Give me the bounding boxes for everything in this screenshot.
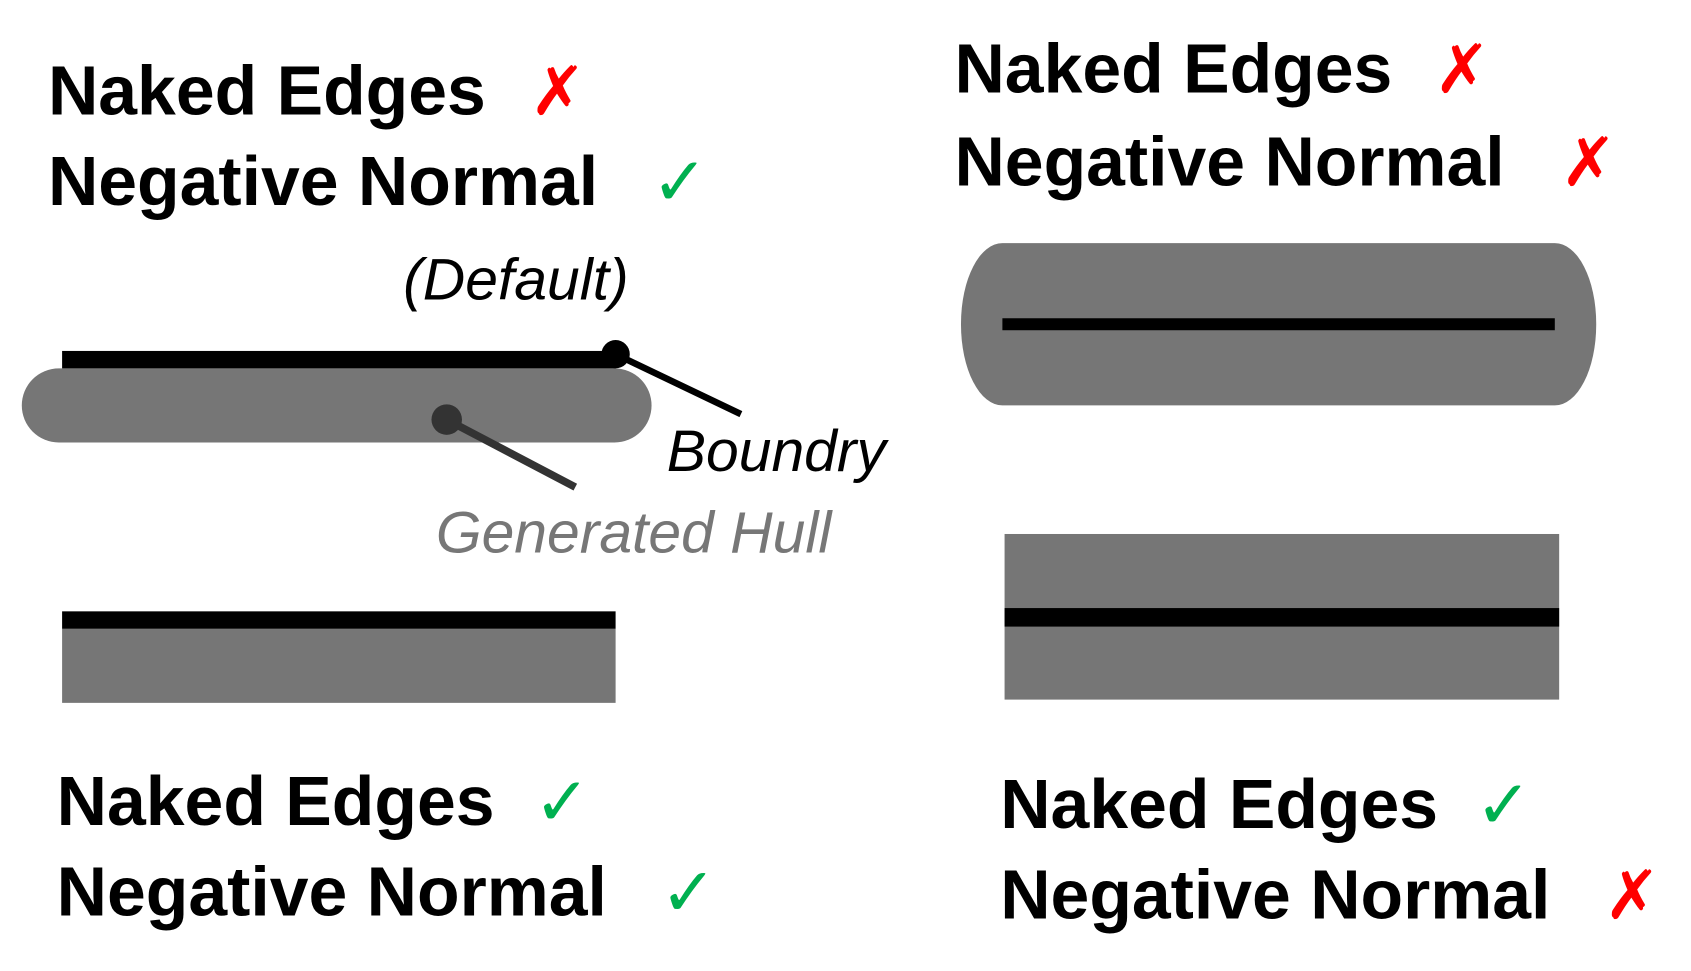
naked-edges-label: Naked Edges <box>48 52 486 130</box>
negative-normal-label: Negative Normal <box>48 142 598 220</box>
panel-double-sided: Naked Edges ✗ Negative Normal ✗ <box>954 30 1617 406</box>
naked-edges-label: Naked Edges <box>1000 765 1438 843</box>
cross-icon: ✗ <box>1434 30 1491 109</box>
naked-edges-label: Naked Edges <box>57 762 495 840</box>
hull-leader <box>444 416 578 491</box>
panel-one-sided: Naked Edges ✓ Negative Normal ✓ <box>57 611 717 931</box>
default-note: (Default) <box>403 248 629 313</box>
negative-normal-label: Negative Normal <box>57 852 607 930</box>
boundary-dot <box>601 340 630 369</box>
check-icon: ✓ <box>534 762 591 841</box>
hull-callout: Generated Hull <box>436 501 834 566</box>
check-icon: ✓ <box>660 852 717 931</box>
boundary-line <box>62 611 616 629</box>
hull-dot <box>431 404 462 435</box>
negative-normal-label: Negative Normal <box>1000 856 1550 934</box>
boundary-line <box>62 350 616 369</box>
check-icon: ✓ <box>652 142 709 221</box>
generated-hull-shape <box>62 628 616 703</box>
generated-hull-shape <box>21 368 652 443</box>
cross-icon: ✗ <box>530 52 587 131</box>
cross-icon: ✗ <box>1560 122 1617 201</box>
panel-centered-box: Naked Edges ✓ Negative Normal ✗ <box>1000 533 1661 935</box>
panel-default: Naked Edges ✗ Negative Normal ✓ (Default… <box>21 52 890 566</box>
cross-icon: ✗ <box>1604 856 1661 935</box>
boundary-leader <box>614 351 743 418</box>
boundary-callout: Boundry <box>667 419 890 484</box>
negative-normal-label: Negative Normal <box>954 122 1504 200</box>
check-icon: ✓ <box>1475 765 1532 844</box>
boundary-line <box>1002 318 1555 331</box>
boundary-line <box>1004 608 1560 627</box>
naked-edges-label: Naked Edges <box>954 30 1392 108</box>
